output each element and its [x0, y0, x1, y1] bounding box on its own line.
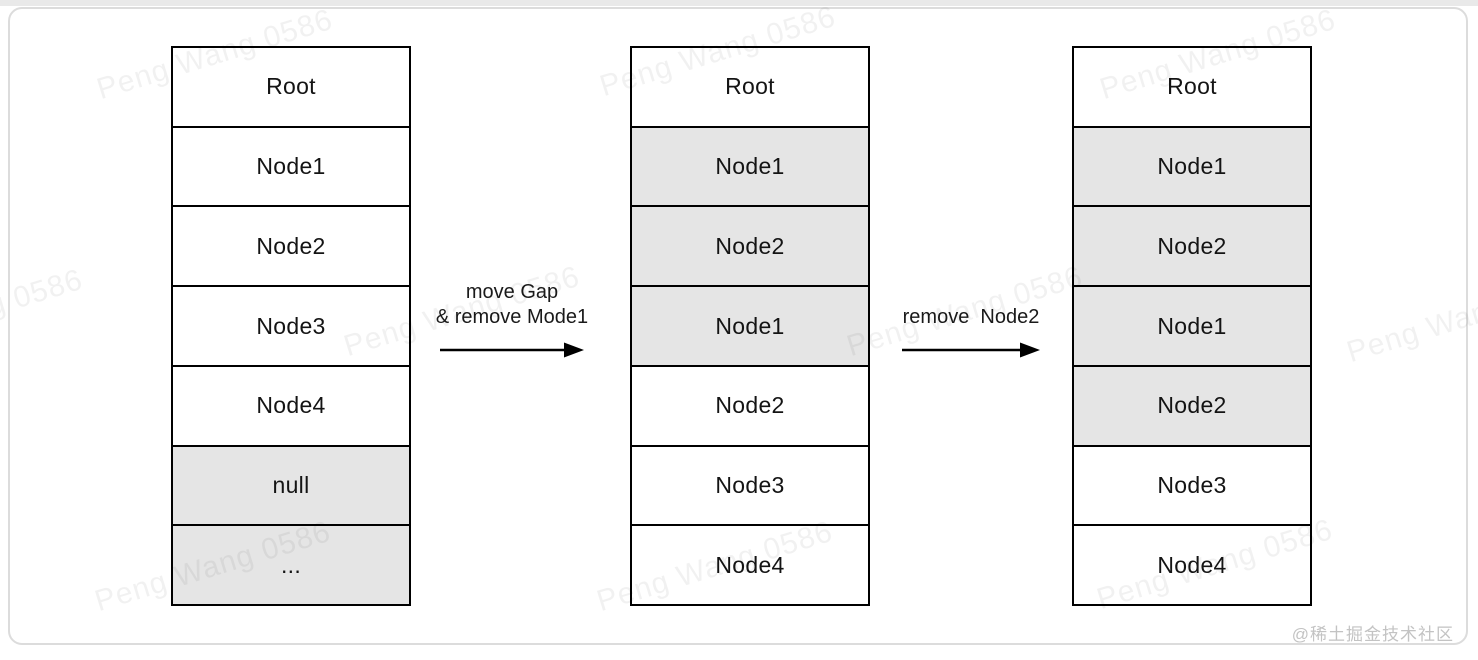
- node-cell: Root: [725, 73, 775, 100]
- arrow-label-line1: move Gap: [465, 281, 559, 303]
- node-cell: Node1: [1074, 125, 1310, 206]
- node-cell: Node1: [173, 125, 409, 206]
- node-cell: Node3: [1074, 444, 1310, 525]
- right-arrow-icon: [902, 342, 1040, 358]
- node-cell: Node2: [173, 205, 409, 285]
- arrow-label-line1: remove Node2: [902, 306, 1040, 328]
- arrow-label-line2: & remove Mode1: [435, 306, 589, 328]
- node-cell: Node3: [173, 285, 409, 365]
- diagram-card: move Gap & remove Mode1 remove Node2 @稀土…: [8, 7, 1468, 645]
- node-cell: Node2: [1074, 205, 1310, 286]
- node-cell: null: [173, 444, 409, 525]
- transition-arrow-remove-node2: remove Node2: [882, 305, 1060, 361]
- node-cell: Node2: [1074, 364, 1310, 445]
- transition-arrow-move-gap: move Gap & remove Mode1: [420, 280, 604, 361]
- node-cell: Node3: [632, 444, 868, 525]
- node-cell: Root: [266, 73, 316, 100]
- node-cell: Node2: [632, 205, 868, 286]
- right-arrow-icon: [440, 342, 584, 358]
- node-cell: Node2: [632, 364, 868, 445]
- node-cell: Node4: [173, 364, 409, 445]
- node-cell: Node1: [1074, 285, 1310, 365]
- node-cell: Node1: [632, 285, 868, 365]
- community-watermark: @稀土掘金技术社区: [1291, 625, 1454, 644]
- node-cell: ...: [173, 524, 409, 605]
- node-cell: Node4: [632, 524, 868, 604]
- node-cell: Node4: [1074, 524, 1310, 604]
- top-edge-strip: [0, 0, 1478, 6]
- node-cell: Node1: [632, 125, 868, 206]
- node-cell: Root: [1167, 73, 1217, 100]
